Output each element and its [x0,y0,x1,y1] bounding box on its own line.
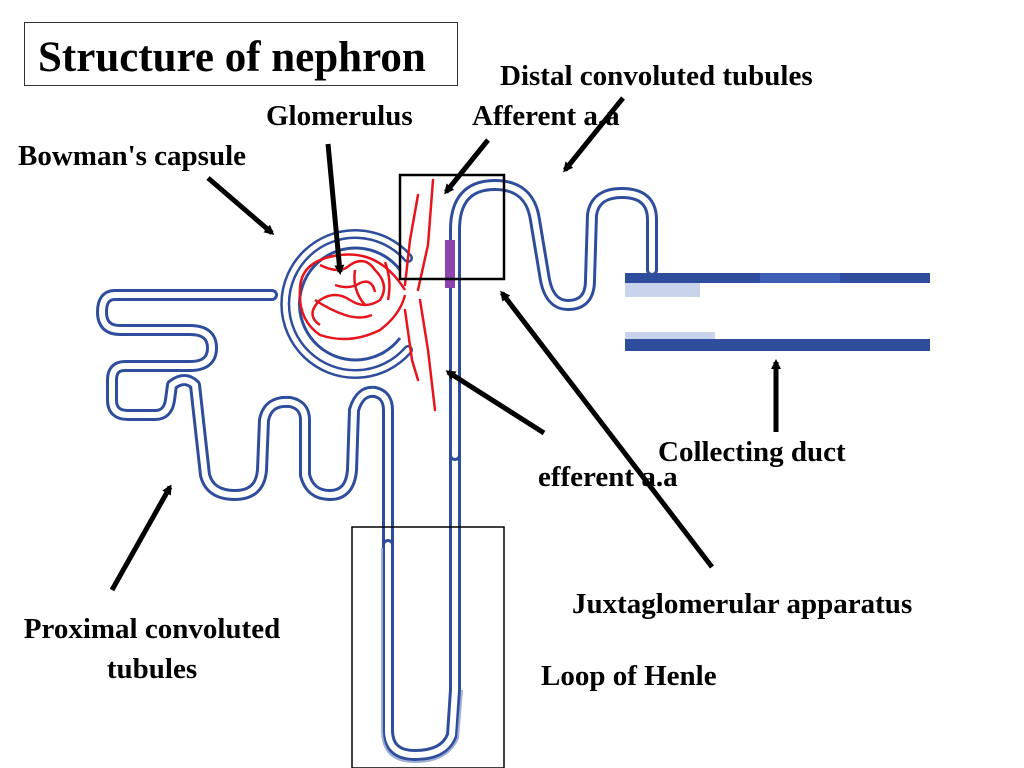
distal-convoluted-tubule [449,179,658,461]
label-proximal-line2: tubules [106,653,198,685]
label-henle: Loop of Henle [541,660,717,692]
page-title: Structure of nephron [38,34,426,81]
arrow-efferent [445,369,546,436]
arrow-distal [563,96,625,173]
arrow-proximal [109,484,173,592]
arrow-bowman [206,176,275,235]
label-distal: Distal convoluted tubules [500,60,813,92]
henle-box [351,526,505,768]
label-afferent: Afferent a.a [472,100,620,132]
jga-box [398,173,506,281]
arrow-afferent [444,138,490,195]
label-glomerulus: Glomerulus [266,100,413,132]
collecting-duct [625,273,930,351]
glomerulus [298,253,407,341]
label-jga: Juxtaglomerular apparatus [572,588,913,620]
label-collecting: Collecting duct [658,436,846,468]
label-proximal-line1: Proximal convoluted [23,613,281,645]
jga-patch [445,240,455,288]
arrows [109,96,781,592]
label-bowman: Bowman's capsule [18,140,247,172]
arrow-glomerulus [325,143,345,275]
proximal-convoluted-tubule [96,289,394,551]
arrow-jga [500,290,714,569]
title-box [24,22,458,86]
blood-vessels [403,178,437,412]
loop-of-henle [381,449,463,764]
label-efferent: efferent a.a [538,461,678,493]
